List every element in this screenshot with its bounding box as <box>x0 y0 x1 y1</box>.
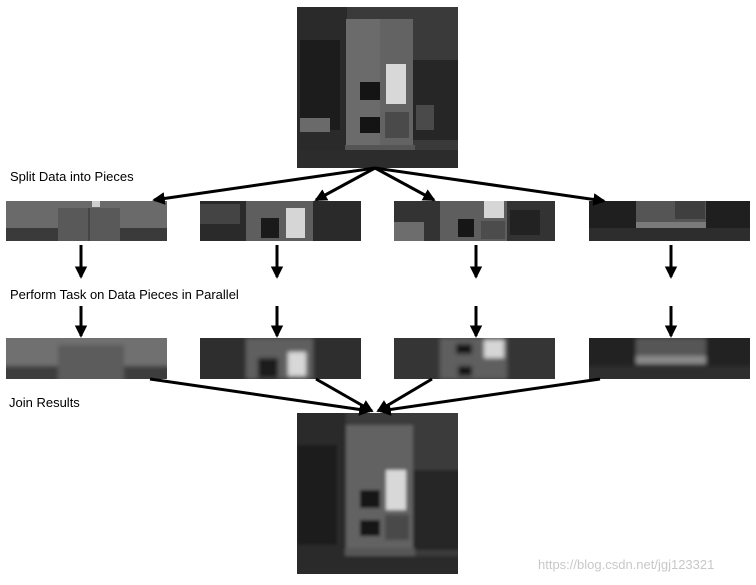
split-arrow-1 <box>152 166 376 205</box>
split-label: Split Data into Pieces <box>10 169 134 184</box>
split-arrow-2 <box>314 166 376 202</box>
join-arrow-2 <box>315 377 374 413</box>
watermark: https://blog.csdn.net/jgj123321 <box>538 557 715 572</box>
processed-piece-3 <box>394 338 555 379</box>
processed-piece-2 <box>200 338 361 379</box>
processed-piece-4 <box>589 338 750 379</box>
split-arrow-4 <box>374 166 606 206</box>
task-arrows-upper <box>74 245 678 279</box>
split-arrows <box>152 166 606 206</box>
join-label: Join Results <box>9 395 80 410</box>
processed-piece-1 <box>6 338 167 379</box>
task-arrows-lower <box>74 306 678 338</box>
join-arrow-4 <box>378 377 601 416</box>
split-piece-1 <box>6 201 167 241</box>
perform-label: Perform Task on Data Pieces in Parallel <box>10 287 239 302</box>
split-arrow-3 <box>374 166 436 202</box>
source-image <box>297 7 458 168</box>
join-arrow-1 <box>149 377 372 416</box>
split-piece-4 <box>589 201 750 241</box>
split-piece-2 <box>200 201 361 241</box>
join-arrows <box>149 377 601 416</box>
split-piece-3 <box>394 201 555 241</box>
result-image <box>297 413 458 574</box>
